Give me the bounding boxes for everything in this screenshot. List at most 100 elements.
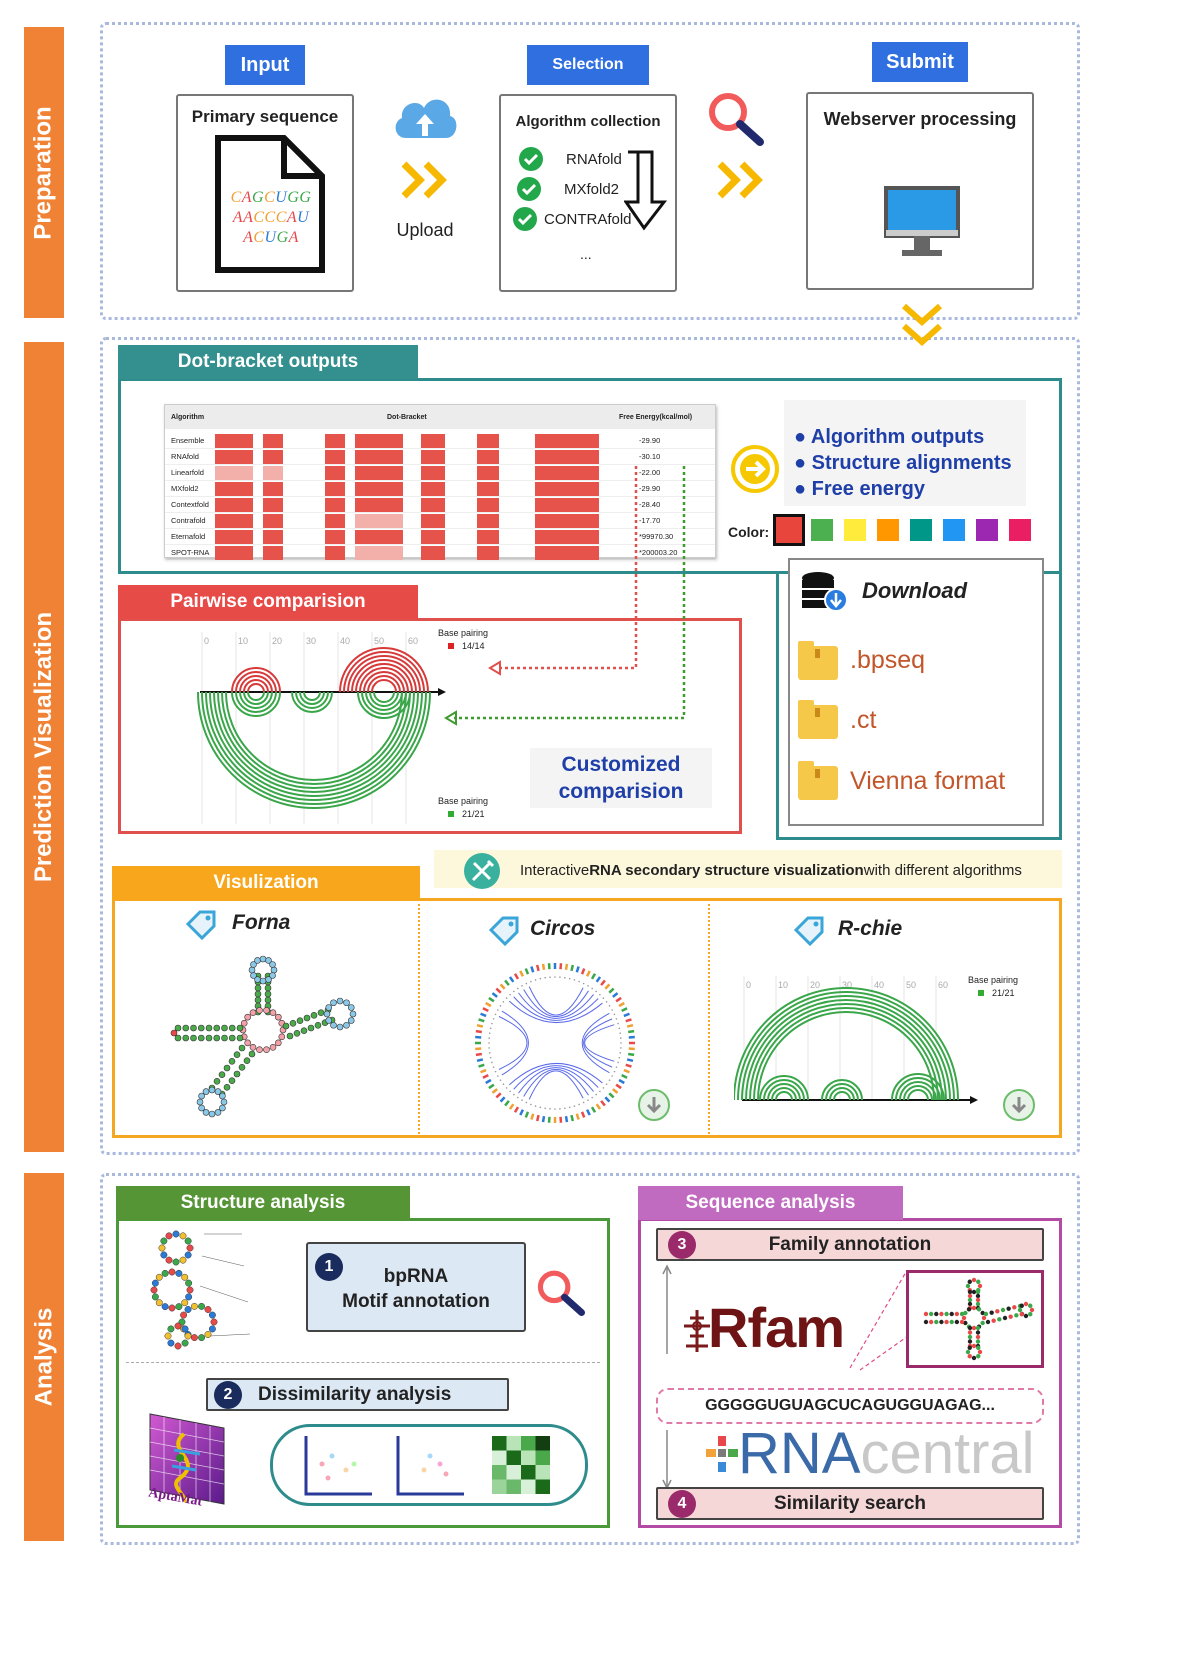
color-swatch[interactable] [910,519,932,541]
circos-segment [600,1100,606,1107]
download-bpseq[interactable]: .bpseq [850,646,926,674]
circos-segment [488,1083,495,1090]
circos-tick [587,985,589,987]
download-circle-icon-2[interactable] [1002,1088,1036,1122]
dot-bracket-block [421,530,445,544]
circos-tick [489,1056,492,1059]
algorithm-item[interactable]: MXfold2 [516,176,619,202]
aptamat-logo [149,1413,225,1505]
nucleotide [196,1098,204,1106]
algorithm-item[interactable]: RNAfold [518,146,622,172]
tool-circos[interactable]: Circos [530,917,596,940]
sequence-letter: A [243,229,254,246]
nucleotide [244,1013,251,1021]
nucleotide [175,1269,183,1277]
nucleotide [975,1293,981,1299]
green-arc [753,1007,939,1101]
forna-structure [170,955,357,1118]
circos-tick [488,1032,491,1034]
sequence-line: AACCCAU [226,208,316,228]
row-energy: -29.90 [639,436,661,445]
color-swatch[interactable] [844,519,866,541]
red-arc [235,671,277,693]
color-swatch[interactable] [773,514,805,546]
nucleotide [167,1325,175,1333]
color-swatch[interactable] [976,519,998,541]
dot-bracket-block [215,466,253,480]
check-circle-icon [519,147,543,171]
nucleotide [208,1325,216,1333]
download-vienna[interactable]: Vienna format [850,767,1006,795]
nucleotide [150,1286,158,1294]
circos-segment [564,1115,569,1123]
circos-tick [559,1108,561,1110]
color-swatch[interactable] [943,519,965,541]
nucleotide [967,1301,973,1307]
scatter-plot-icon-1 [304,1436,372,1496]
nucleotide [161,1303,169,1311]
nucleotide [1014,1313,1019,1318]
nucleotide [300,1027,308,1034]
nucleotide [289,1020,297,1027]
nucleotide [172,1258,180,1266]
row-algorithm: SPOT-RNA [171,548,210,557]
circos-tick [605,1001,608,1003]
heatmap-cell [521,1479,536,1494]
download-circle-icon[interactable] [637,1088,671,1122]
tick-label: 30 [306,636,316,646]
step3-box: Family annotation [656,1228,1044,1261]
selection-tag-text: Selection [552,56,624,73]
nucleotide [983,1311,989,1317]
selection-tag: Selection [527,45,649,85]
color-swatch[interactable] [811,519,833,541]
tool-forna[interactable]: Forna [232,911,291,934]
step1-line1: bpRNA [383,1266,449,1287]
nucleotide [184,1332,192,1340]
nucleotide [959,1319,965,1325]
green-arc [295,691,329,709]
nucleotide [949,1311,954,1317]
heatmap-cell [506,1479,521,1494]
nucleotide [182,1034,190,1042]
nucleotide [976,1307,982,1312]
circos-tick [554,1108,556,1110]
circos-link [583,1018,613,1068]
green-arc [213,691,415,793]
green-arc [749,1003,943,1101]
nucleotide [330,999,337,1007]
circos-tick [578,980,580,983]
circos-segment [575,966,580,973]
circos-link [523,989,589,1017]
dot-bracket-block [325,498,345,512]
preparation-section-tab: Preparation [24,27,64,318]
circos-tick [549,976,551,978]
download-title: Download [862,578,968,603]
nucleotide [198,1302,206,1310]
nucleotide [249,1044,257,1051]
dot-bracket-block [263,434,283,448]
circos-tick [530,980,532,983]
circos-tick [521,985,523,987]
rchie-legend-title: Base pairing [968,975,1019,985]
preparation-label: Preparation [30,105,57,240]
download-ct[interactable]: .ct [850,706,877,734]
nucleotide [336,997,344,1005]
tool-rchie[interactable]: R-chie [838,917,903,940]
nucleotide [296,1017,304,1024]
dot-bracket-block [477,466,499,480]
circos-tick [559,976,561,978]
row-algorithm: RNAfold [171,452,199,461]
color-swatch[interactable] [877,519,899,541]
tick-label: 20 [810,980,820,990]
circos-tick [620,1047,622,1049]
algorithm-item[interactable]: CONTRAfold [512,206,632,232]
nucleotide [949,1319,954,1325]
color-swatch[interactable] [1009,519,1031,541]
baseline-arrow [970,1096,978,1104]
nucleotide [966,1307,972,1312]
dot-bracket-block [355,434,403,448]
dot-bracket-block [477,450,499,464]
table-header-row [165,405,715,429]
circos-tick [521,1099,523,1101]
nucleotide [181,1325,189,1333]
